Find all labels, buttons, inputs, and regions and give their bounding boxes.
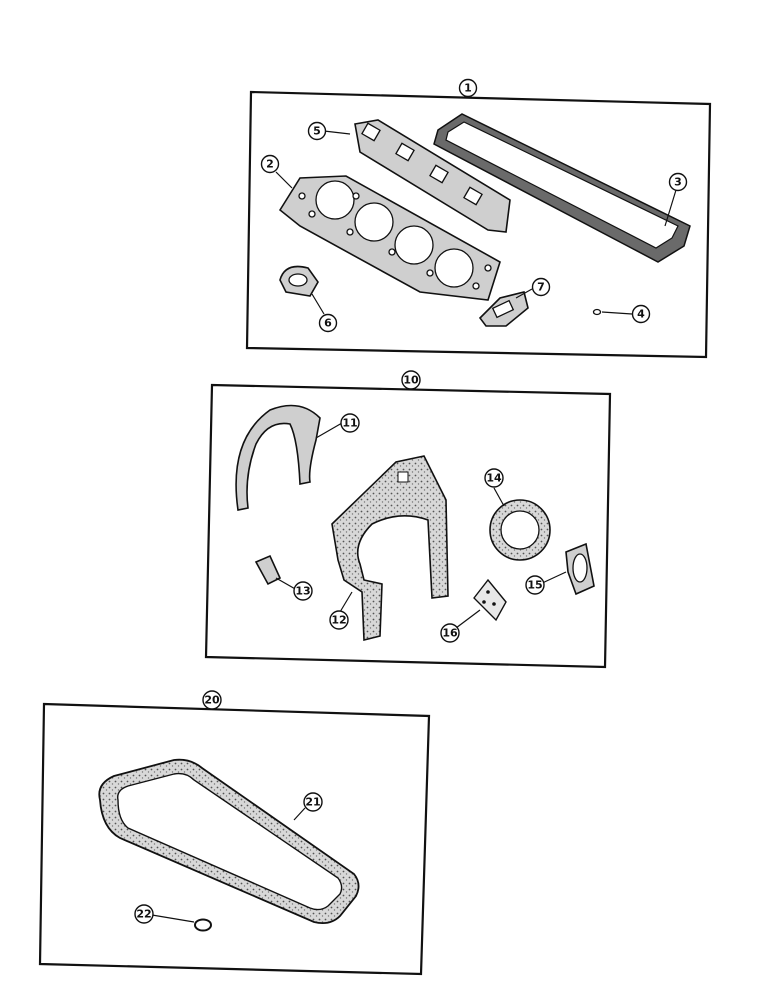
pump-gasket-15	[565, 542, 595, 596]
rocker-cover-gasket	[433, 113, 691, 263]
o-ring-22	[194, 918, 212, 932]
svg-text:6: 6	[324, 317, 332, 330]
thermostat-gasket	[478, 291, 529, 327]
oil-pan-gasket	[98, 758, 360, 925]
panel-1-frame	[245, 90, 712, 359]
cylinder-head-gasket	[278, 175, 501, 301]
front-plate-gasket	[331, 455, 449, 642]
upper-gasket-set-panel	[245, 90, 712, 359]
callout-6: 6	[318, 313, 338, 333]
callout-22: 22	[134, 904, 154, 924]
small-gasket-13	[254, 554, 282, 586]
svg-text:14: 14	[486, 472, 502, 485]
callout-10: 10	[401, 370, 421, 390]
svg-text:10: 10	[403, 374, 419, 387]
svg-text:15: 15	[527, 579, 542, 592]
svg-text:22: 22	[136, 908, 151, 921]
panel-20-frame	[38, 702, 431, 976]
callout-7: 7	[531, 277, 551, 297]
svg-text:16: 16	[442, 627, 458, 640]
front-gasket-set-panel	[204, 383, 612, 669]
manifold-gasket	[354, 119, 511, 233]
svg-text:12: 12	[331, 614, 346, 627]
svg-text:21: 21	[305, 796, 320, 809]
callout-2: 2	[260, 154, 280, 174]
svg-text:20: 20	[204, 694, 220, 707]
svg-text:3: 3	[674, 176, 682, 189]
timing-cover-gasket	[235, 404, 321, 511]
ring-gasket-14	[489, 499, 551, 561]
callout-12: 12	[329, 610, 349, 630]
svg-text:4: 4	[637, 308, 645, 321]
callout-15: 15	[525, 575, 545, 595]
callout-16: 16	[440, 623, 460, 643]
oil-pan-gasket-set-panel	[38, 702, 431, 976]
svg-text:7: 7	[537, 281, 545, 294]
svg-text:11: 11	[342, 417, 357, 430]
callout-1: 1	[458, 78, 478, 98]
svg-text:5: 5	[313, 125, 321, 138]
small-gasket-6	[279, 265, 319, 297]
svg-text:2: 2	[266, 158, 274, 171]
callout-3: 3	[668, 172, 688, 192]
callout-20: 20	[202, 690, 222, 710]
cover-plate-16	[473, 578, 507, 622]
callout-13: 13	[293, 581, 313, 601]
callout-5: 5	[307, 121, 327, 141]
callout-11: 11	[340, 413, 360, 433]
small-seal-4	[592, 308, 602, 316]
callout-21: 21	[303, 792, 323, 812]
callout-4: 4	[631, 304, 651, 324]
svg-text:13: 13	[295, 585, 310, 598]
callout-14: 14	[484, 468, 504, 488]
svg-text:1: 1	[464, 82, 472, 95]
panel-10-frame	[204, 383, 612, 669]
